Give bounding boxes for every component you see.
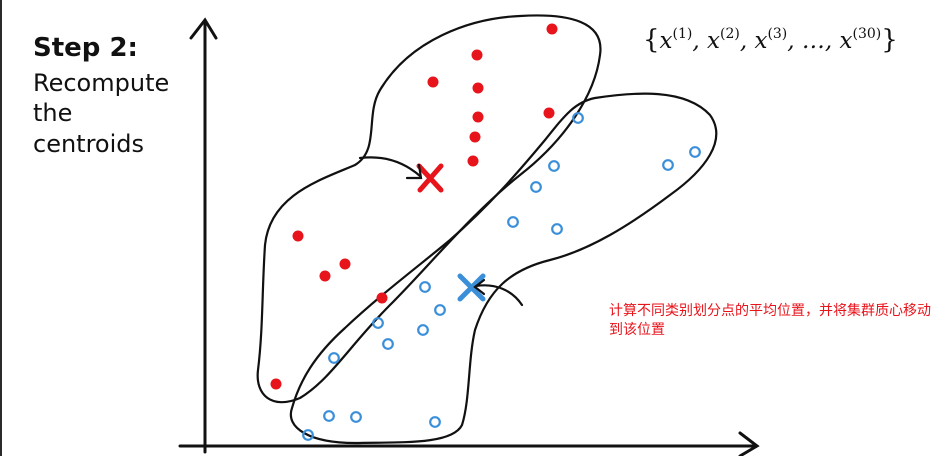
red-point	[469, 131, 481, 143]
blue-point	[662, 159, 674, 171]
red-point	[472, 82, 484, 94]
blue-point	[382, 338, 394, 350]
blue-point	[372, 317, 384, 329]
red-point	[427, 76, 439, 88]
red-point	[292, 230, 304, 242]
red-centroid-marker	[416, 163, 444, 193]
blue-point	[551, 223, 563, 235]
blue-point	[417, 324, 429, 336]
red-point	[472, 111, 484, 123]
red-point	[319, 270, 331, 282]
formula-close-brace: }	[881, 25, 898, 55]
blue-point	[429, 416, 441, 428]
annotation-note: 计算不同类别划分点的平均位置，并将集群质心移动到该位置	[609, 303, 931, 338]
step-line-1: Recompute	[33, 69, 170, 97]
blue-point	[302, 429, 314, 441]
blue-point	[572, 112, 584, 124]
red-point	[471, 49, 483, 61]
formula-open-brace: {	[643, 25, 660, 55]
blue-point	[689, 146, 701, 158]
red-points	[270, 23, 558, 390]
formula-term-30: x(30)	[839, 26, 882, 54]
blue-point	[323, 410, 335, 422]
blue-point	[507, 216, 519, 228]
red-point	[376, 292, 388, 304]
blue-centroid-arrow	[473, 278, 524, 307]
red-cluster-boundary	[256, 14, 602, 404]
blue-point	[434, 304, 446, 316]
red-point	[270, 378, 282, 390]
formula-ellipsis: …	[801, 28, 825, 54]
blue-point	[328, 352, 340, 364]
left-edge-bar	[0, 0, 2, 456]
step-line-3: centroids	[33, 130, 145, 158]
formula-term-2: x(2)	[707, 26, 740, 54]
red-point	[467, 155, 479, 167]
blue-point	[530, 181, 542, 193]
blue-cluster-boundary	[289, 92, 718, 445]
step-title: Step 2:	[33, 33, 138, 63]
x-axis-arrowhead	[738, 431, 760, 456]
dataset-formula: {x(1), x(2), x(3), …, x(30)}	[643, 25, 898, 55]
formula-term-1: x(1)	[659, 26, 693, 54]
red-centroid-arrow	[358, 156, 423, 180]
blue-points	[302, 112, 701, 441]
axes	[178, 17, 760, 456]
step-line-2: the	[33, 99, 73, 127]
red-point	[543, 107, 555, 119]
y-axis-arrowhead	[189, 17, 218, 40]
red-point	[339, 258, 351, 270]
formula-term-3: x(3)	[754, 26, 788, 54]
blue-centroid-marker	[457, 273, 486, 302]
blue-point	[419, 281, 431, 293]
blue-point	[350, 411, 362, 423]
red-point	[546, 23, 558, 35]
blue-point	[548, 160, 560, 172]
